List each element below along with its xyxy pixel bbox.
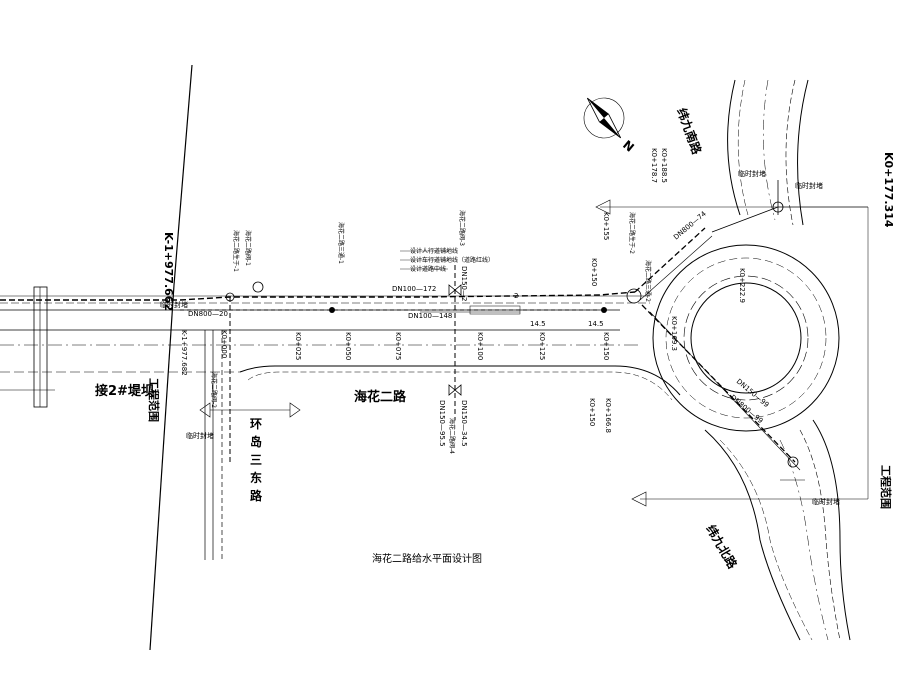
valve-marker [225,292,235,302]
ring-chainage-labels: K0+188.5 K0+178.7 K0+155 K0+150 K0+222.9… [588,148,746,433]
roundabout [652,244,840,432]
svg-text:K0+000: K0+000 [220,330,228,358]
road-name-south: 纬九北路 [703,522,740,572]
svg-text:DN100—172: DN100—172 [392,285,436,293]
svg-text:K0+100: K0+100 [476,332,484,360]
valve-marker [448,284,462,296]
svg-text:海花二路阀-2: 海花二路阀-2 [210,372,218,408]
svg-text:DN800—20: DN800—20 [188,310,228,318]
svg-text:海花二路阀-4: 海花二路阀-4 [448,418,456,454]
left-boundary-lines [149,64,223,651]
svg-text:DN150—34.5: DN150—34.5 [460,400,468,447]
pipe-section [469,305,521,315]
svg-text:K0+188.5: K0+188.5 [660,148,668,183]
svg-text:海花二路生于-1: 海花二路生于-1 [232,230,240,272]
svg-text:K0+025: K0+025 [294,332,302,360]
svg-text:海花二路阀-1: 海花二路阀-1 [244,230,252,266]
drawing-title: 海花二路给水平面设计图 [372,552,482,565]
svg-text:K0+222.9: K0+222.9 [738,268,746,303]
svg-text:海花二路阀-3: 海花二路阀-3 [458,210,466,246]
svg-text:K0+166.8: K0+166.8 [604,398,612,433]
svg-text:K0+178.7: K0+178.7 [650,148,658,183]
connect-note: 临时封堵 [795,181,823,190]
node-marker [329,307,335,313]
road-name-dam: 接2#堤坝 [95,383,154,399]
north-arrow-label: N [620,138,637,155]
svg-text:K0+150: K0+150 [588,398,596,426]
pipe-labels: DN800—20 DN100—172 DN100—148 DN150—2 DN1… [188,209,770,446]
svg-text:DN150—2: DN150—2 [460,266,468,301]
svg-text:环: 环 [250,417,262,431]
svg-text:DN150—95.5: DN150—95.5 [438,400,446,447]
svg-text:K0+125: K0+125 [538,332,546,360]
svg-text:东: 东 [250,470,262,485]
connect-note: 临时封堵 [812,497,840,506]
north-road [727,79,809,226]
svg-text:海花二路三通-2: 海花二路三通-2 [644,260,652,302]
chainage-left: K-1+977.662 [162,232,175,311]
svg-text:岛: 岛 [250,434,262,449]
dimension-label: 2 [514,292,518,300]
west-chainage-labels: K-1+977.682 K0+000 [180,330,228,376]
svg-text:DN100—148: DN100—148 [408,312,452,320]
svg-text:三: 三 [250,453,262,467]
svg-text:DN800—74: DN800—74 [672,209,708,241]
pipe-fittings [225,201,799,468]
svg-text:K0+155: K0+155 [602,212,610,240]
dimension-label: 14.5 [530,320,546,328]
node-tag-labels: 海花二路生于-1 海花二路阀-1 海花二路阀-2 海花二路三通-1 海花二路阀-… [210,210,652,454]
dam-structure [33,286,48,408]
road-name-main: 海花二路 [354,389,407,405]
chainage-right: K0+177.314 [882,152,895,228]
connect-note: 临时封堵 [160,300,188,309]
valve-marker [252,281,264,293]
svg-text:设计车行道铺地线（道路红线）: 设计车行道铺地线（道路红线） [410,256,494,264]
svg-text:K0+150: K0+150 [590,258,598,286]
svg-text:K-1+977.682: K-1+977.682 [180,330,188,376]
valve-marker [448,384,462,396]
boundary-label-right: 工程范围 [879,465,893,509]
tee-marker [787,456,799,468]
road-name-island: 环 岛 三 东 路 [250,417,263,503]
svg-text:K0+075: K0+075 [394,332,402,360]
svg-text:海花二路三通-1: 海花二路三通-1 [337,222,345,264]
svg-text:K0+169.3: K0+169.3 [670,316,678,351]
ring-pipelines [634,180,868,481]
dimension-label: 14.5 [588,320,604,328]
road-name-north: 纬九南路 [674,106,705,157]
svg-text:K0+050: K0+050 [344,332,352,360]
svg-text:K0+150: K0+150 [602,332,610,360]
north-arrow [583,97,625,139]
svg-text:海花二路生于-2: 海花二路生于-2 [628,212,636,254]
connect-note: 临时封堵 [738,169,766,178]
section-cut-markers [199,199,869,507]
connect-note: 临时封堵 [186,431,214,440]
line-legend: 设计人行道铺地线 设计车行道铺地线（道路红线） 设计道路中线 [400,247,494,273]
boundary-label-left: 工程范围 [147,378,161,422]
main-chainage-labels: K0+025 K0+050 K0+075 K0+100 K0+125 K0+15… [294,332,610,360]
tee-marker [772,201,784,213]
node-marker [601,307,607,313]
south-road [704,419,851,641]
svg-text:路: 路 [250,488,263,503]
tee-marker [626,288,642,304]
main-pipeline [0,265,636,465]
